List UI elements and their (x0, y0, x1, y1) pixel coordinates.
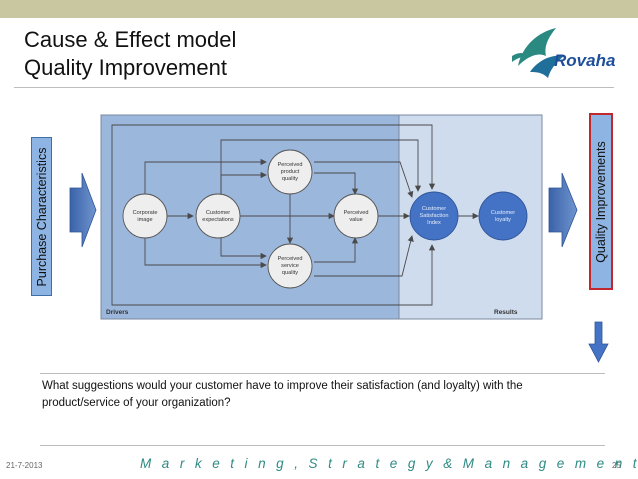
bird-wing-icon-2 (530, 55, 564, 78)
link-service-csi (314, 235, 414, 277)
page-number: 25 (612, 461, 621, 470)
node-perceived-value: Perceived value (333, 193, 379, 239)
drivers-label: Drivers (106, 309, 129, 316)
link-service-value (314, 237, 359, 263)
svg-text:loyalty: loyalty (495, 217, 511, 223)
node-corporate-image: Corporate image (122, 193, 168, 239)
svg-text:quality: quality (282, 176, 298, 182)
svg-text:image: image (137, 217, 152, 223)
node-customer-expectations: Customer expectations (195, 193, 241, 239)
link-image-product (144, 158, 267, 196)
svg-text:Index: Index (427, 220, 441, 226)
footer-date: 21-7-2013 (6, 461, 43, 470)
svg-text:Corporate: Corporate (133, 210, 158, 216)
footer-divider (40, 445, 605, 446)
node-perceived-product-quality: Perceived product quality (267, 149, 313, 195)
svg-text:Satisfaction: Satisfaction (420, 213, 449, 219)
title-divider (14, 87, 614, 88)
slide-title: Cause & Effect model Quality Improvement (24, 26, 236, 82)
svg-text:service: service (281, 263, 299, 269)
svg-text:quality: quality (282, 270, 298, 276)
results-label: Results (494, 309, 518, 316)
svg-text:product: product (281, 169, 300, 175)
svg-text:Perceived: Perceived (278, 256, 303, 262)
down-arrow (588, 321, 609, 363)
link-expect-csi (220, 139, 422, 196)
link-image-csi-top (111, 124, 436, 216)
title-line-1: Cause & Effect model (24, 27, 237, 52)
quality-improvements-label: Quality Improvements (589, 113, 613, 290)
link-expect-service (220, 236, 267, 260)
svg-text:Customer: Customer (206, 210, 230, 216)
left-input-arrow (69, 172, 97, 248)
purchase-characteristics-label: Purchase Characteristics (31, 137, 52, 296)
svg-text:value: value (349, 217, 362, 223)
bird-feather-icon (512, 53, 530, 62)
link-image-csi-bottom (111, 216, 436, 306)
right-output-arrow (548, 172, 578, 248)
title-line-2: Quality Improvement (24, 55, 227, 80)
logo-text: Rovaha (554, 51, 615, 70)
svg-text:Perceived: Perceived (278, 162, 303, 168)
rovaha-logo: Rovaha (512, 28, 615, 78)
quality-improvements-text: Quality Improvements (594, 140, 608, 263)
question-divider (40, 373, 605, 374)
link-product-csi (314, 161, 414, 198)
svg-text:expectations: expectations (202, 217, 234, 223)
link-product-value (314, 172, 359, 195)
purchase-characteristics-text: Purchase Characteristics (34, 147, 49, 286)
footer-tagline: M a r k e t i n g , S t r a t e g y & M … (140, 456, 638, 471)
link-image-service (144, 236, 267, 269)
svg-text:Customer: Customer (491, 210, 515, 216)
question-text: What suggestions would your customer hav… (42, 380, 523, 409)
top-bar (0, 0, 638, 18)
svg-text:Perceived: Perceived (344, 210, 369, 216)
node-perceived-service-quality: Perceived service quality (267, 243, 313, 289)
bird-wing-icon (518, 28, 556, 66)
node-customer-satisfaction-index: Customer Satisfaction Index (409, 191, 459, 241)
node-customer-loyalty: Customer loyalty (478, 191, 528, 241)
svg-text:Customer: Customer (422, 206, 446, 212)
